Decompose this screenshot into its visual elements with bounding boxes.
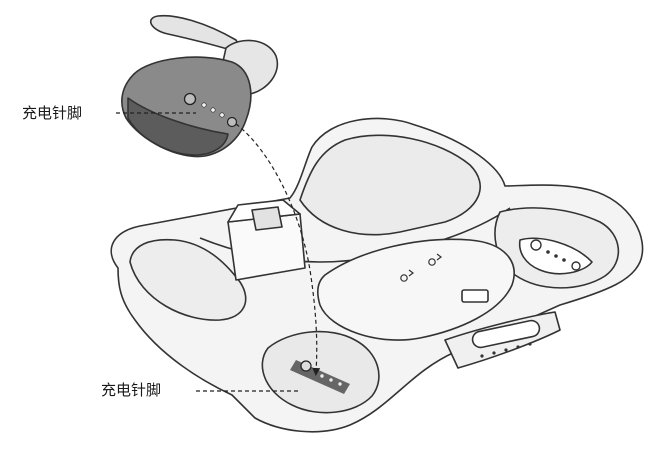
earbud	[121, 14, 279, 158]
case-pin-dot-1	[320, 374, 324, 378]
charging-case	[110, 117, 644, 433]
left-cavity	[129, 238, 247, 321]
case-pins-label: 充电针脚	[101, 381, 162, 399]
earbud-pin-ring	[183, 92, 197, 106]
dock-slot	[251, 206, 283, 231]
case-pin-dot-2	[329, 378, 333, 382]
bluetooth-icon-1	[408, 269, 414, 277]
leader-lines	[116, 112, 321, 392]
right-pin-4	[562, 258, 566, 262]
right-pin-2	[546, 250, 550, 254]
earbud-pins-label: 充电针脚	[22, 104, 83, 122]
earbud-pin-4	[226, 116, 238, 128]
led-dot-2	[492, 351, 496, 355]
symbol-circle-1	[400, 274, 408, 282]
earbud-face	[127, 97, 229, 156]
right-pin-5	[571, 261, 581, 271]
led-dot-1	[480, 354, 484, 358]
led-bar	[471, 319, 541, 349]
earbud-pin-3	[219, 112, 225, 118]
led-dot-5	[528, 342, 532, 346]
earbud-pin-1	[201, 102, 207, 108]
case-plateau	[316, 238, 515, 341]
earbud-pin-2	[210, 107, 216, 113]
battery-slot	[461, 289, 489, 303]
bluetooth-icon-2	[436, 253, 442, 261]
lid-cavity	[299, 134, 481, 236]
right-pin-1	[530, 239, 542, 251]
led-dot-3	[504, 348, 508, 352]
led-dot-4	[516, 345, 520, 349]
earbud-wing	[149, 14, 245, 55]
symbol-circle-2	[428, 258, 436, 266]
case-pin-ring	[300, 360, 312, 372]
case-pin-dot-3	[338, 382, 342, 386]
right-pin-3	[554, 254, 558, 258]
case-details	[290, 239, 581, 394]
earbud-pins	[183, 92, 238, 128]
